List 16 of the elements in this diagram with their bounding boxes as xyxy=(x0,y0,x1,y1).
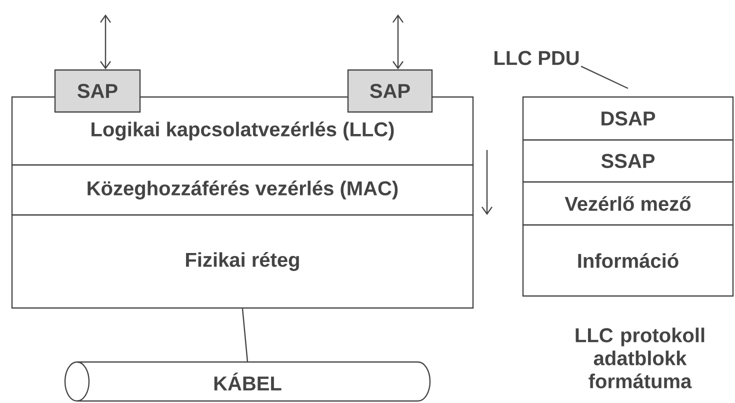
double-arrow xyxy=(100,14,111,70)
caption-text: LLC protokoll adatblokk formátuma xyxy=(576,328,704,388)
layer-box: Közeghozzáférés vezérlés (MAC) xyxy=(11,164,474,216)
sap-box: SAP xyxy=(54,69,141,113)
pdu-label: LLC PDU xyxy=(494,50,579,66)
cable-cylinder: KÁBEL xyxy=(64,361,431,402)
field-box: Információ xyxy=(522,224,734,297)
field-box: SSAP xyxy=(522,139,734,183)
field-box: DSAP xyxy=(522,96,734,141)
sap-box: SAP xyxy=(347,69,433,113)
field-box: Vezérlő mező xyxy=(522,181,734,226)
node-label: KÁBEL xyxy=(214,372,282,390)
double-arrow xyxy=(392,14,404,70)
connector-line xyxy=(242,308,248,362)
layer-box: Fizikai réteg xyxy=(11,214,474,309)
leader-line xyxy=(580,66,628,89)
